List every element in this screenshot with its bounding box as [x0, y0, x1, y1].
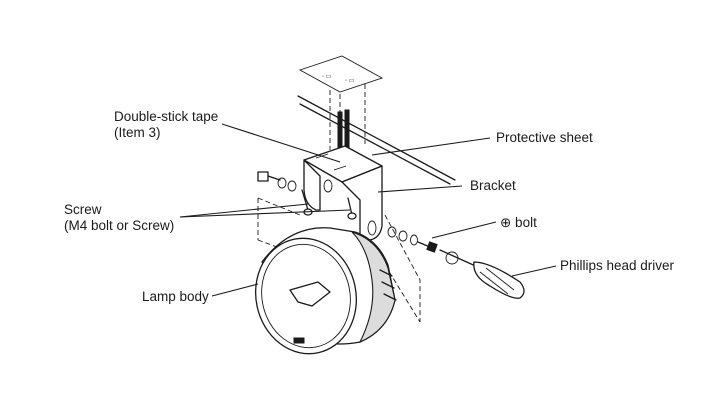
mounting-plane [257, 197, 421, 323]
leader-lines [179, 123, 557, 297]
lamp-body [254, 227, 397, 355]
plus-bolt-parts [387, 226, 438, 253]
label-screw: Screw [64, 202, 102, 217]
label-plus-bolt: ⊕ bolt [500, 215, 537, 230]
label-bracket: Bracket [470, 178, 516, 193]
svg-text:◦ ▭: ◦ ▭ [322, 74, 332, 80]
label-lamp-body: Lamp body [142, 289, 209, 304]
svg-text:◦ ▭: ◦ ▭ [345, 78, 355, 84]
label-double-stick-tape-item: (Item 3) [114, 125, 161, 140]
bracket [303, 145, 383, 241]
label-double-stick-tape: Double-stick tape [114, 109, 218, 124]
tape-template: ◦ ▭ ◦ ▭ [298, 55, 384, 150]
protective-sheet [297, 95, 456, 185]
label-phillips-head-driver: Phillips head driver [560, 258, 675, 273]
label-screw-detail: (M4 bolt or Screw) [64, 218, 174, 233]
phillips-driver [439, 249, 525, 299]
label-protective-sheet: Protective sheet [496, 130, 593, 145]
